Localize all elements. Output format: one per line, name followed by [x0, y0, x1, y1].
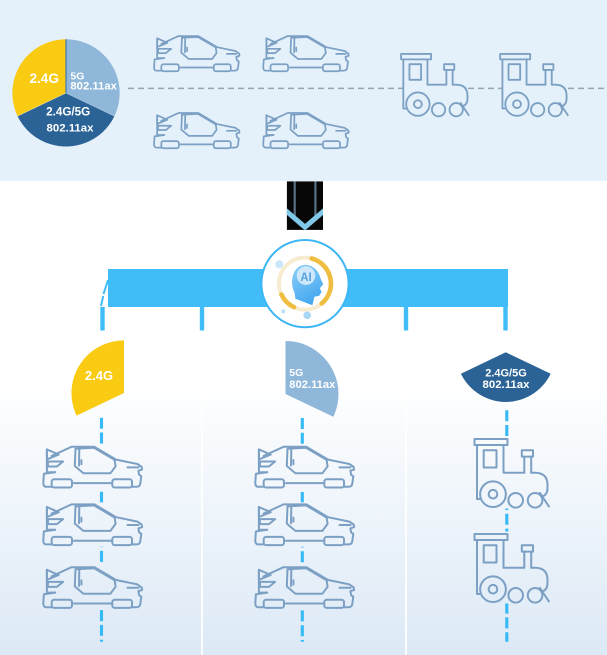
svg-text:802.11ax: 802.11ax	[289, 379, 336, 391]
svg-text:AI: AI	[300, 272, 312, 284]
svg-text:2.4G/5G: 2.4G/5G	[46, 106, 90, 119]
svg-text:5G: 5G	[289, 367, 303, 379]
svg-text:2.4G: 2.4G	[29, 71, 58, 86]
svg-text:802.11ax: 802.11ax	[47, 123, 95, 135]
svg-text:802.11ax: 802.11ax	[483, 379, 531, 391]
svg-text:5G: 5G	[70, 71, 84, 83]
svg-text:2.4G/5G: 2.4G/5G	[485, 367, 527, 379]
svg-text:802.11ax: 802.11ax	[70, 80, 117, 92]
svg-text:2.4G: 2.4G	[85, 368, 113, 383]
